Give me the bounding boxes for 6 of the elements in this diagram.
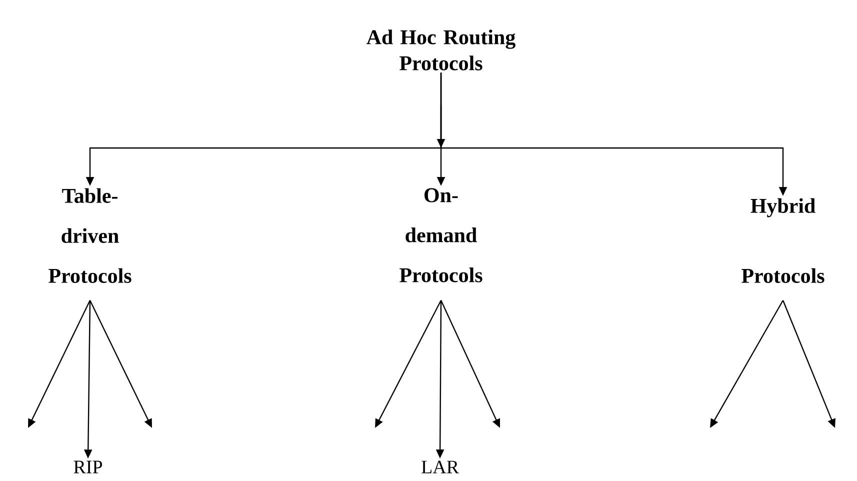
leaf-label: RIP <box>74 460 102 474</box>
title-text: Ad Hoc Routing Protocols <box>366 30 516 70</box>
category-label: On-demand Protocols <box>400 188 482 282</box>
category-label: Table-driven Protocols <box>48 188 132 283</box>
leaf-label: LAR <box>422 460 459 474</box>
category-label: Hybrid Protocols <box>742 198 824 283</box>
